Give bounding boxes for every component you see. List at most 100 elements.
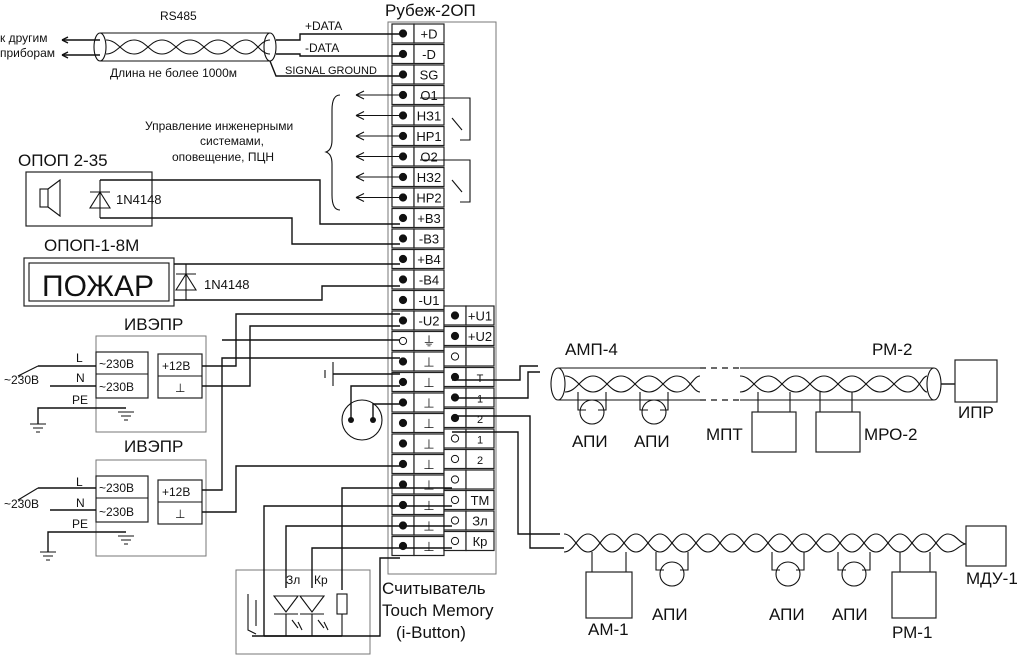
psu2-L: L [76,475,83,489]
terminal-right-5: 2 [443,407,495,429]
psu2-title: ИВЭПР [124,437,183,456]
terminal-right-7: 2 [443,448,495,470]
psu2-out-plus: +12В [162,485,190,499]
terminal-right-label: +U1 [468,309,492,324]
loop2-rm1-box [891,571,937,619]
reader-line2: Touch Memory [382,601,494,620]
loop1-api2: АПИ [634,432,670,451]
loop2-api1: АПИ [652,605,688,624]
control-arrow [355,111,400,120]
psu1-title: ИВЭПР [124,315,183,334]
terminal-right-2 [443,346,495,367]
connector-circle [341,399,383,441]
terminal-left-label: -U1 [419,293,440,308]
psu2-mains: ~230В [4,497,39,511]
terminal-right-1: +U2 [443,325,495,347]
opop18m-display-text: ПОЖАР [42,270,154,303]
psu1-L: L [76,351,83,365]
psu2-in2: ~230В [99,505,134,519]
terminal-left-4: НЗ1 [391,105,445,126]
opop-1-8m: ОПОП-1-8М ПОЖАР 1N4148 [23,236,400,307]
terminal-right-label: 2 [477,414,483,426]
terminal-left-label: SG [420,68,439,83]
terminal-right-label: 1 [477,435,483,447]
loop1-api1-icon [579,399,605,425]
terminal-right-8 [443,469,495,490]
terminal-left-label: ⊥ [423,355,434,370]
rs485-signal-ground: SIGNAL GROUND [285,65,377,77]
loop1-mro: МРО-2 [864,425,917,444]
terminal-left-9: +B3 [391,207,445,229]
psu2-mains-block [95,475,149,523]
psu1-N: N [76,371,85,385]
opop-2-35: ОПОП 2-35 1N4148 [18,151,400,245]
terminal-left-12: -B4 [391,269,445,290]
psu1-in2: ~230В [99,380,134,394]
terminal-left-25: ⊥ [391,535,445,557]
reader-socket-icon [247,594,257,635]
psu1-PE: PE [72,393,88,407]
opop18m-display [28,262,170,302]
psu1-ground-icon [30,411,134,433]
terminal-left-label: +B4 [417,252,441,267]
terminal-right-label: +U2 [468,329,492,344]
reader-body [235,569,371,655]
control-line1: Управление инженерными [145,119,293,133]
rs485-label: RS485 [160,9,197,23]
terminal-left-8: НР2 [391,187,445,208]
psu1-mains: ~230В [4,373,39,387]
psu2-PE: PE [72,517,88,531]
control-arrow [355,131,400,141]
terminal-left-label: +B3 [417,211,441,226]
terminal-right-9: ТМ [443,489,495,511]
loop1-rm: РМ-2 [872,340,912,359]
terminal-left-23: ⊥ [391,494,445,516]
terminal-left-22: ⊥ [391,474,445,495]
rs485-plus-data: +DATA [305,19,342,33]
rs485-to-other-2: приборам [0,46,55,60]
terminal-left-5: НР1 [391,125,445,147]
terminal-right-label: ТМ [471,493,490,508]
terminal-left-16: ⊥ [391,351,445,372]
rs485-length-note: Длина не более 1000м [110,66,237,80]
terminal-left-17: ⊥ [391,371,445,393]
opop235-diode-label: 1N4148 [116,192,162,207]
led-red-icon [298,595,329,636]
terminal-left-6: O2 [391,146,445,167]
terminal-left-label: O2 [420,150,437,165]
psu-2: ИВЭПР ~230В ~230В +12В ⊥ L N PE ~230В [4,339,400,561]
terminal-left-3: O1 [391,84,445,106]
terminal-left-label: ⊥ [423,478,434,493]
terminal-right-11: Кр [443,530,495,552]
control-arrow [355,193,400,202]
terminal-left-15: ⏚ [391,330,445,352]
psu1-in1: ~230В [99,357,134,371]
terminal-right-10: Зл [443,510,495,531]
terminal-left-label: ⊥ [423,437,434,452]
reader-line1: Считыватель [382,579,486,598]
terminal-left-10: -B3 [391,228,445,249]
psu2-ground-icon [40,535,134,561]
terminal-right-0: +U1 [443,305,495,326]
psu-1: ИВЭПР ~230В ~230В +12В ⊥ L N PE ~230В [4,313,400,433]
opop18m-body [23,257,175,307]
terminal-left-11: +B4 [391,248,445,270]
speaker-icon [39,178,61,218]
opop18m-diode-label: 1N4148 [204,277,250,292]
device-title: Рубеж-2ОП [385,1,476,20]
loop2-api2-icon [775,561,801,587]
loop2-rm1: РМ-1 [892,623,932,642]
terminal-right-label: Зл [472,514,487,529]
loop1-amp: АМП-4 [565,340,618,359]
terminal-right-label: 1 [477,394,483,406]
terminal-left-label: +D [421,27,438,42]
terminal-left-19: ⊥ [391,412,445,434]
loop1-api1: АПИ [572,432,608,451]
terminal-left-label: -D [422,47,436,62]
rs485-bus: RS485 к другим приборам +DATA -DATA Длин… [0,9,400,80]
terminal-left-0: +D [391,23,445,44]
touch-memory-reader: Зл Кр Считыватель Touch Memory (i-Button… [235,487,494,655]
terminal-left-7: НЗ2 [391,166,445,188]
loop1-mro-box [815,411,861,453]
